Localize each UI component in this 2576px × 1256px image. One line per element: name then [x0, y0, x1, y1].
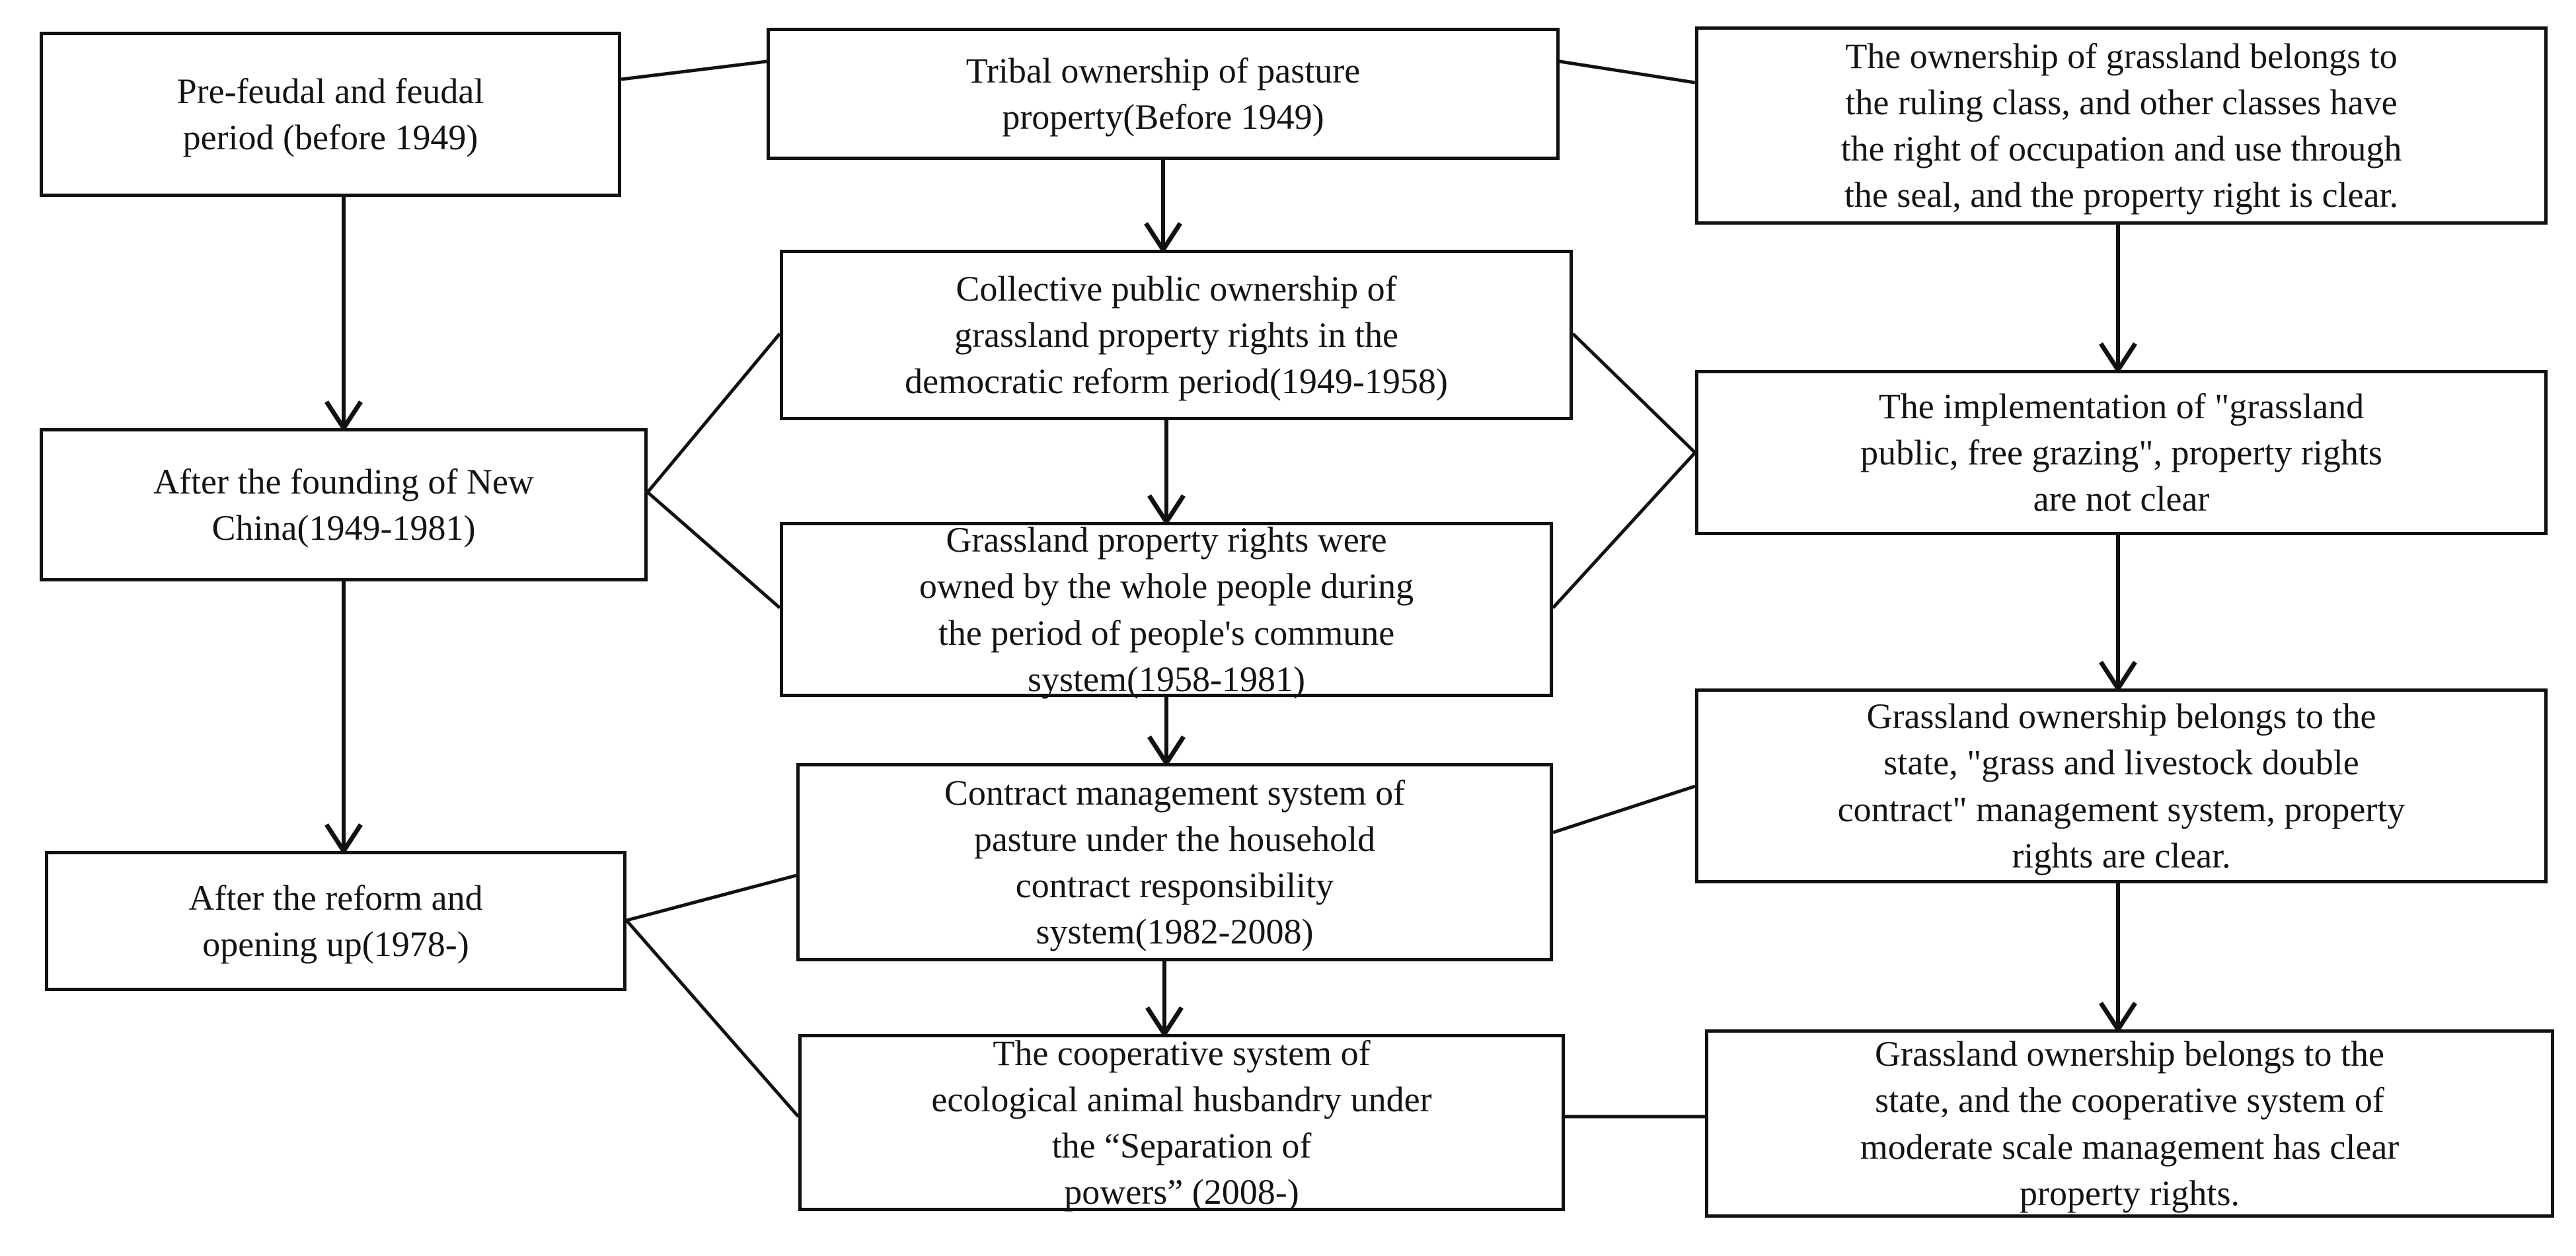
node-system-household-contract[interactable]: Contract management system of pasture un… — [796, 763, 1553, 961]
arrowhead-icon — [1144, 222, 1182, 254]
node-outcome-free-grazing[interactable]: The implementation of "grassland public,… — [1695, 370, 2548, 535]
node-system-tribal[interactable]: Tribal ownership of pasture property(Bef… — [767, 28, 1560, 160]
arrowhead-icon — [2099, 1002, 2137, 1034]
edge-ruling-class-to-free-grazing — [2099, 225, 2137, 375]
edge-new-china-to-democratic-reform — [646, 332, 781, 494]
arrowhead-icon — [1147, 735, 1186, 768]
edge-double-contract-to-moderate-scale — [2099, 883, 2137, 1034]
node-system-peoples-commune[interactable]: Grassland property rights were owned by … — [780, 520, 1553, 699]
node-outcome-double-contract[interactable]: Grassland ownership belongs to the state… — [1695, 688, 2548, 883]
edge-pre-feudal-to-new-china — [324, 197, 363, 433]
node-period-pre-feudal[interactable]: Pre-feudal and feudal period (before 194… — [40, 32, 621, 197]
edge-new-china-to-reform-opening — [324, 581, 363, 856]
edge-peoples-commune-to-free-grazing — [1552, 451, 1696, 609]
node-period-reform-opening[interactable]: After the reform and opening up(1978-) — [45, 851, 626, 991]
edge-household-contract-to-separation-of-powers — [1145, 961, 1184, 1039]
edge-democratic-reform-to-peoples-commune — [1147, 420, 1186, 527]
node-outcome-ruling-class[interactable]: The ownership of grassland belongs to th… — [1695, 26, 2548, 225]
node-system-democratic-reform[interactable]: Collective public ownership of grassland… — [780, 250, 1573, 420]
edge-peoples-commune-to-household-contract — [1147, 697, 1186, 768]
edge-free-grazing-to-double-contract — [2099, 535, 2137, 693]
edge-reform-opening-to-household-contract — [626, 873, 797, 922]
edge-reform-opening-to-separation-of-powers — [625, 919, 800, 1118]
arrowhead-icon — [2099, 342, 2137, 375]
node-system-separation-of-powers[interactable]: The cooperative system of ecological ani… — [798, 1033, 1565, 1212]
edge-tribal-to-democratic-reform — [1144, 160, 1182, 254]
arrowhead-icon — [324, 400, 363, 433]
edge-tribal-to-ruling-class — [1559, 59, 1696, 85]
edge-new-china-to-peoples-commune — [646, 491, 781, 609]
arrowhead-icon — [2099, 661, 2137, 693]
edge-household-contract-to-double-contract — [1552, 784, 1696, 834]
node-period-new-china[interactable]: After the founding of New China(1949-198… — [40, 428, 648, 581]
arrowhead-icon — [324, 823, 363, 856]
node-outcome-moderate-scale[interactable]: Grassland ownership belongs to the state… — [1705, 1029, 2554, 1218]
edge-pre-feudal-to-tribal — [621, 59, 767, 81]
edge-democratic-reform-to-free-grazing — [1572, 332, 1696, 454]
